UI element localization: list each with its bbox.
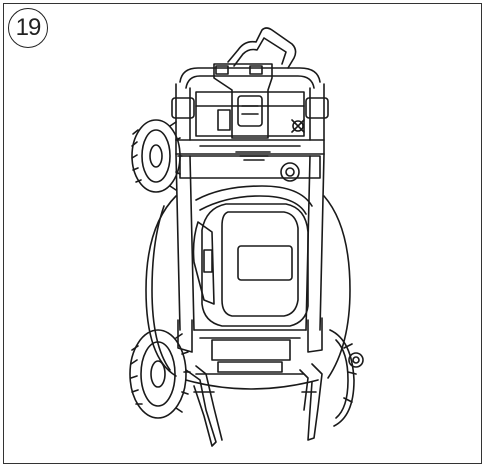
- battery-pack: [192, 203, 309, 327]
- control-box: [213, 63, 305, 139]
- folded-handle-legs: [185, 363, 323, 447]
- mower-deck: [145, 185, 351, 379]
- front-wheel-right: [329, 329, 364, 427]
- step-number: 19: [15, 14, 42, 41]
- handle-frame-upper: [171, 83, 329, 141]
- illustration-frame: [3, 3, 482, 464]
- step-number-badge: 19: [8, 8, 48, 48]
- rear-wheel-left: [131, 119, 183, 193]
- handle-frame-lower: [175, 153, 325, 331]
- handle-bar: [179, 27, 321, 89]
- handle-cross-brace: [175, 139, 325, 182]
- front-wheel-left: [129, 329, 191, 419]
- lower-housing: [177, 317, 323, 390]
